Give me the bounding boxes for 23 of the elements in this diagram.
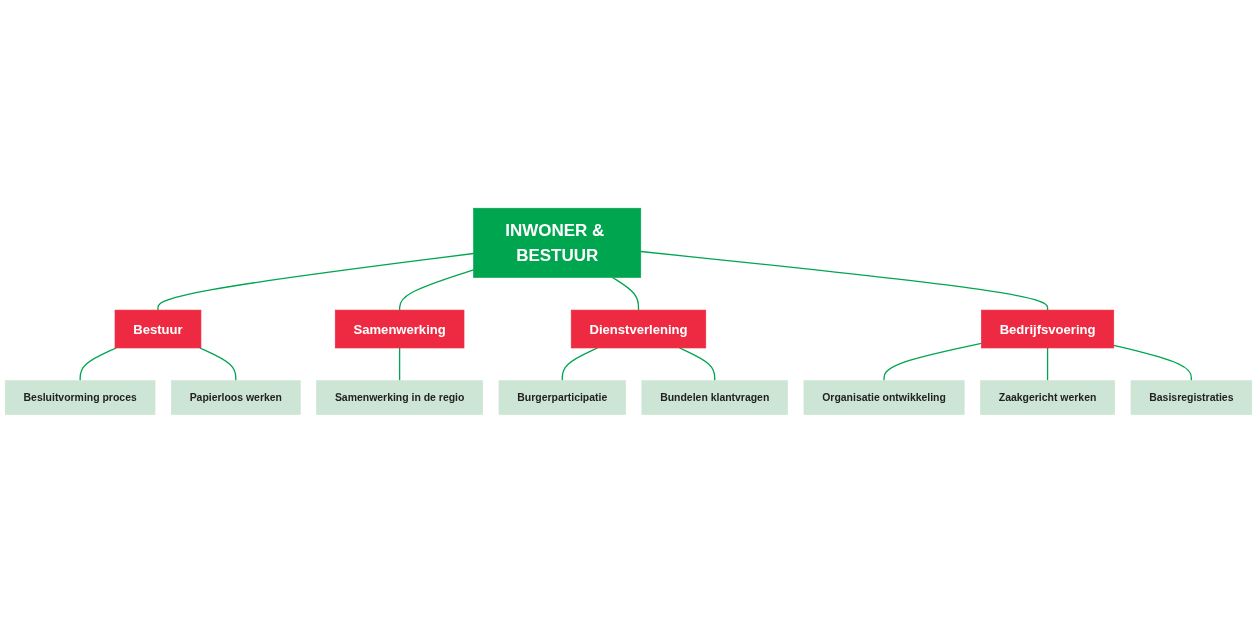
- connector: [611, 276, 640, 311]
- connector: [157, 252, 475, 311]
- node-box: Bedrijfsvoering: [981, 309, 1115, 349]
- node-box: Bestuur: [114, 309, 202, 349]
- connector: [883, 342, 983, 382]
- node-box: Burgerparticipatie: [498, 380, 626, 415]
- node-box: Bundelen klantvragen: [641, 380, 788, 415]
- connector: [398, 269, 475, 311]
- connector: [1046, 347, 1049, 382]
- connector: [199, 347, 237, 382]
- node-box: Basisregistraties: [1130, 380, 1253, 415]
- node-box: INWONER & BESTUUR: [473, 208, 642, 278]
- connector: [79, 347, 117, 382]
- node-box: Besluitvorming proces: [4, 380, 156, 415]
- node-box: Samenwerking: [334, 309, 465, 349]
- connector: [1113, 344, 1192, 382]
- node-box: Papierloos werken: [171, 380, 301, 415]
- connector: [640, 250, 1049, 311]
- node-box: Organisatie ontwikkeling: [803, 380, 965, 415]
- connector: [398, 347, 401, 382]
- node-box: Zaakgericht werken: [980, 380, 1115, 415]
- node-box: Samenwerking in de regio: [316, 380, 483, 415]
- node-box: Dienstverlening: [570, 309, 707, 349]
